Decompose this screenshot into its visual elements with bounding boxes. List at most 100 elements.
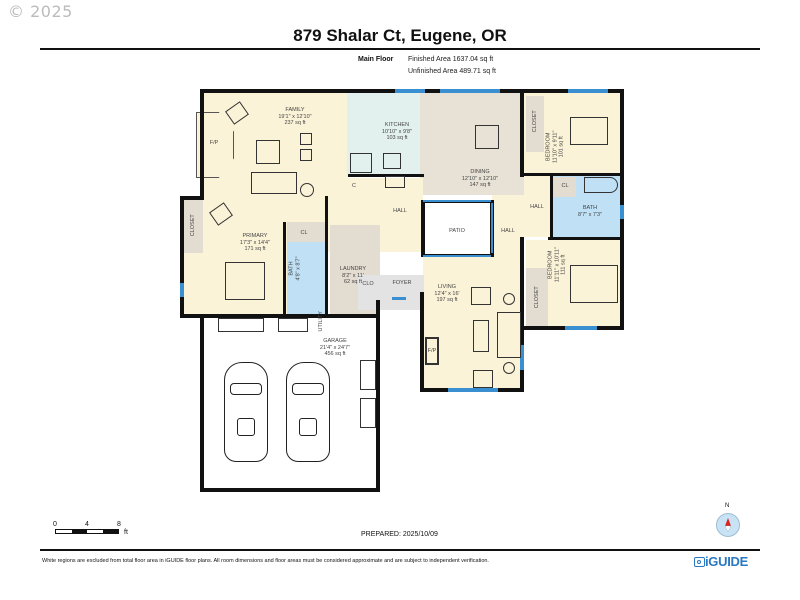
window <box>620 205 624 219</box>
fp-family-label: F/P <box>209 140 219 146</box>
sofa <box>251 172 297 194</box>
coffee-table <box>256 140 280 164</box>
iguide-camera-icon <box>694 557 705 567</box>
hall-center-label: HALL <box>393 208 407 214</box>
footer-divider <box>40 549 760 551</box>
garage-shelf <box>278 318 308 332</box>
garage-shelf <box>218 318 264 332</box>
fridge <box>350 153 372 173</box>
wall <box>283 222 286 316</box>
disclaimer: White regions are excluded from total fl… <box>42 558 489 564</box>
wall <box>550 175 553 239</box>
hall-right-top-label: HALL <box>530 204 544 210</box>
bed <box>570 265 618 303</box>
side-table <box>503 362 515 374</box>
hall-right-label: HALL <box>501 228 515 234</box>
wall <box>180 314 380 318</box>
bed <box>225 262 265 300</box>
header-divider <box>40 48 760 50</box>
fp-living-label: F/P <box>427 348 437 354</box>
wall <box>200 89 204 197</box>
armchair <box>471 287 491 305</box>
side-table <box>300 183 314 197</box>
bed <box>570 117 608 145</box>
page-title: 879 Shalar Ct, Eugene, OR <box>293 26 507 45</box>
clo-label: CLO <box>362 281 374 287</box>
scale-tick-4: 4 <box>85 521 89 528</box>
hall-right <box>492 195 524 255</box>
window <box>491 203 493 253</box>
wall <box>200 488 380 492</box>
scale-tick-0: 0 <box>53 521 57 528</box>
side-chair <box>300 149 312 161</box>
window <box>565 326 597 330</box>
garage-storage <box>360 398 376 428</box>
closet-bedroom-1 <box>526 96 544 152</box>
wall <box>200 314 204 492</box>
primary-bath <box>287 242 327 314</box>
bathtub <box>584 177 618 193</box>
prepared-date: PREPARED: 2025/10/09 <box>361 531 438 538</box>
dining-table <box>475 125 499 149</box>
foyer <box>358 275 424 310</box>
dining-room <box>420 91 524 195</box>
cl-primary-label: CL <box>300 230 308 236</box>
window <box>423 255 491 257</box>
window <box>180 283 184 297</box>
closet-bed1-label: CLOSET <box>531 110 538 133</box>
scale-bar <box>55 529 119 534</box>
scale-tick-8: 8 <box>117 521 121 528</box>
window <box>440 89 500 93</box>
window <box>568 89 608 93</box>
unfinished-area: Unfinished Area 489.71 sq ft <box>408 68 496 75</box>
wall <box>520 237 524 392</box>
garage-storage <box>360 360 376 390</box>
fireplace-living <box>425 337 439 365</box>
wall <box>421 200 425 257</box>
c-closet-label: C <box>352 183 356 189</box>
floor-label: Main Floor <box>358 56 394 63</box>
car <box>286 362 330 462</box>
window <box>448 388 498 392</box>
compass-north-label: N <box>725 503 730 509</box>
car <box>224 362 268 462</box>
wall <box>420 292 424 390</box>
cl-primary <box>287 222 327 242</box>
wall <box>325 196 328 316</box>
wall <box>524 173 624 176</box>
sofa <box>497 312 521 358</box>
scale-unit: ft <box>124 529 128 536</box>
kitchen-island <box>385 176 405 188</box>
window <box>392 297 406 300</box>
closet-primary-label: CLOSET <box>189 214 196 237</box>
cl-bath-label: CL <box>561 183 569 189</box>
patio <box>423 200 493 257</box>
closet-bedroom-2 <box>526 268 548 326</box>
wall <box>180 196 204 200</box>
closet-bed2-label: CLOSET <box>533 286 540 309</box>
utility-label: UTILITY <box>317 311 324 332</box>
wall <box>180 196 184 318</box>
patio-label: PATIO <box>449 228 465 234</box>
armchair <box>473 370 493 388</box>
window <box>423 200 491 202</box>
iguide-logo: iGUIDE <box>694 554 748 569</box>
iguide-logo-text: iGUIDE <box>705 554 748 569</box>
finished-area: Finished Area 1637.04 sq ft <box>408 56 494 63</box>
foyer-label: FOYER <box>392 280 412 286</box>
wall <box>348 174 424 177</box>
range <box>383 153 401 169</box>
wall <box>376 300 380 492</box>
coffee-table <box>473 320 489 352</box>
closet-primary <box>183 198 203 253</box>
